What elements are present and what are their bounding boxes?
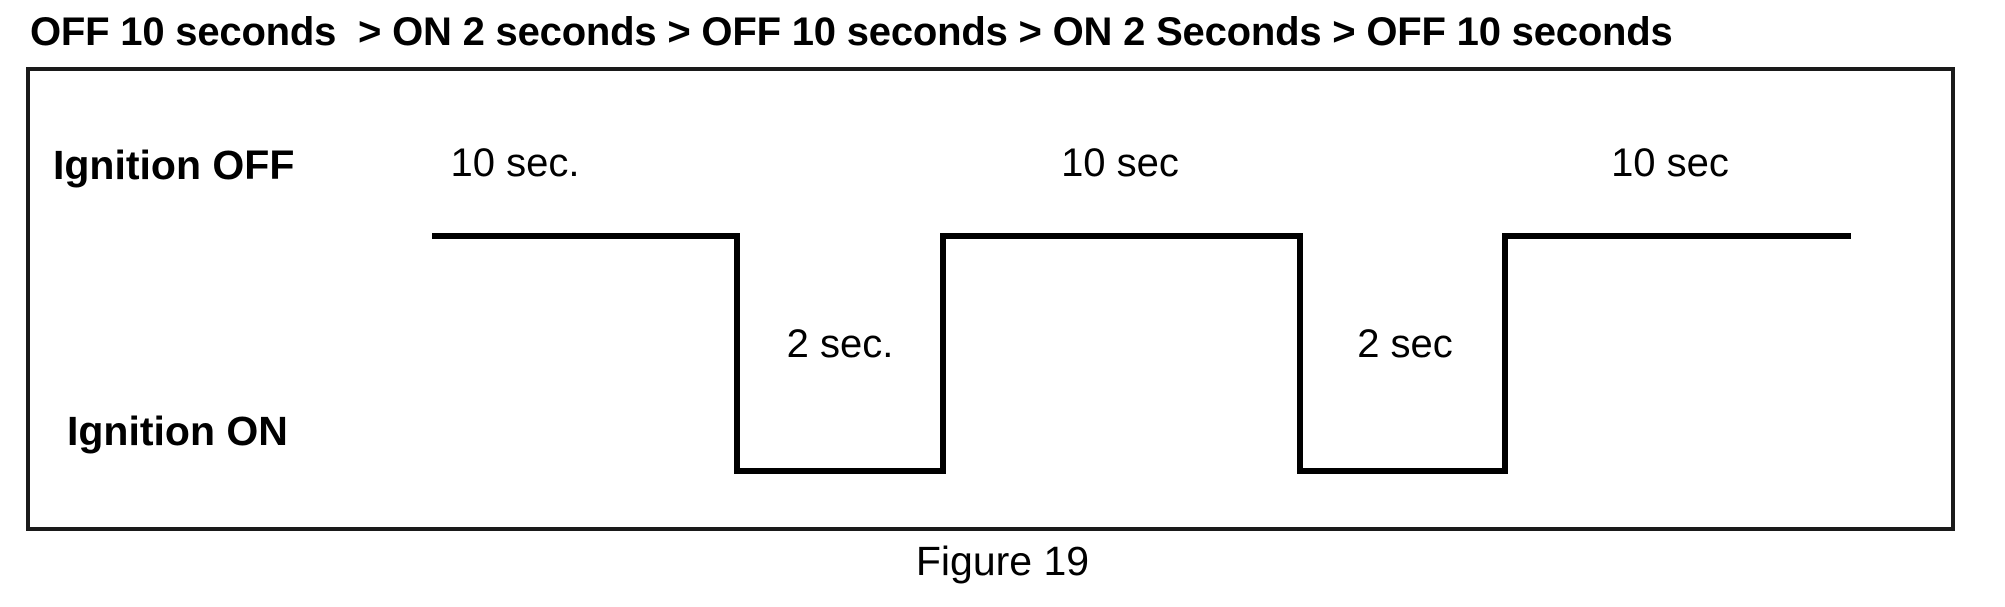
row-label-ignition-off: Ignition OFF: [53, 142, 295, 188]
row-label-ignition-on: Ignition ON: [67, 408, 288, 454]
sequence-title: OFF 10 seconds > ON 2 seconds > OFF 10 s…: [30, 10, 1673, 54]
duration-label-off-2: 10 sec: [1061, 141, 1179, 185]
duration-label-off-1: 10 sec.: [450, 141, 580, 185]
duration-label-off-3: 10 sec: [1611, 141, 1729, 185]
duration-label-on-1: 2 sec.: [786, 322, 894, 366]
duration-label-on-2: 2 sec: [1357, 322, 1453, 366]
diagram-frame: [26, 67, 1955, 531]
figure-caption: Figure 19: [915, 538, 1090, 584]
